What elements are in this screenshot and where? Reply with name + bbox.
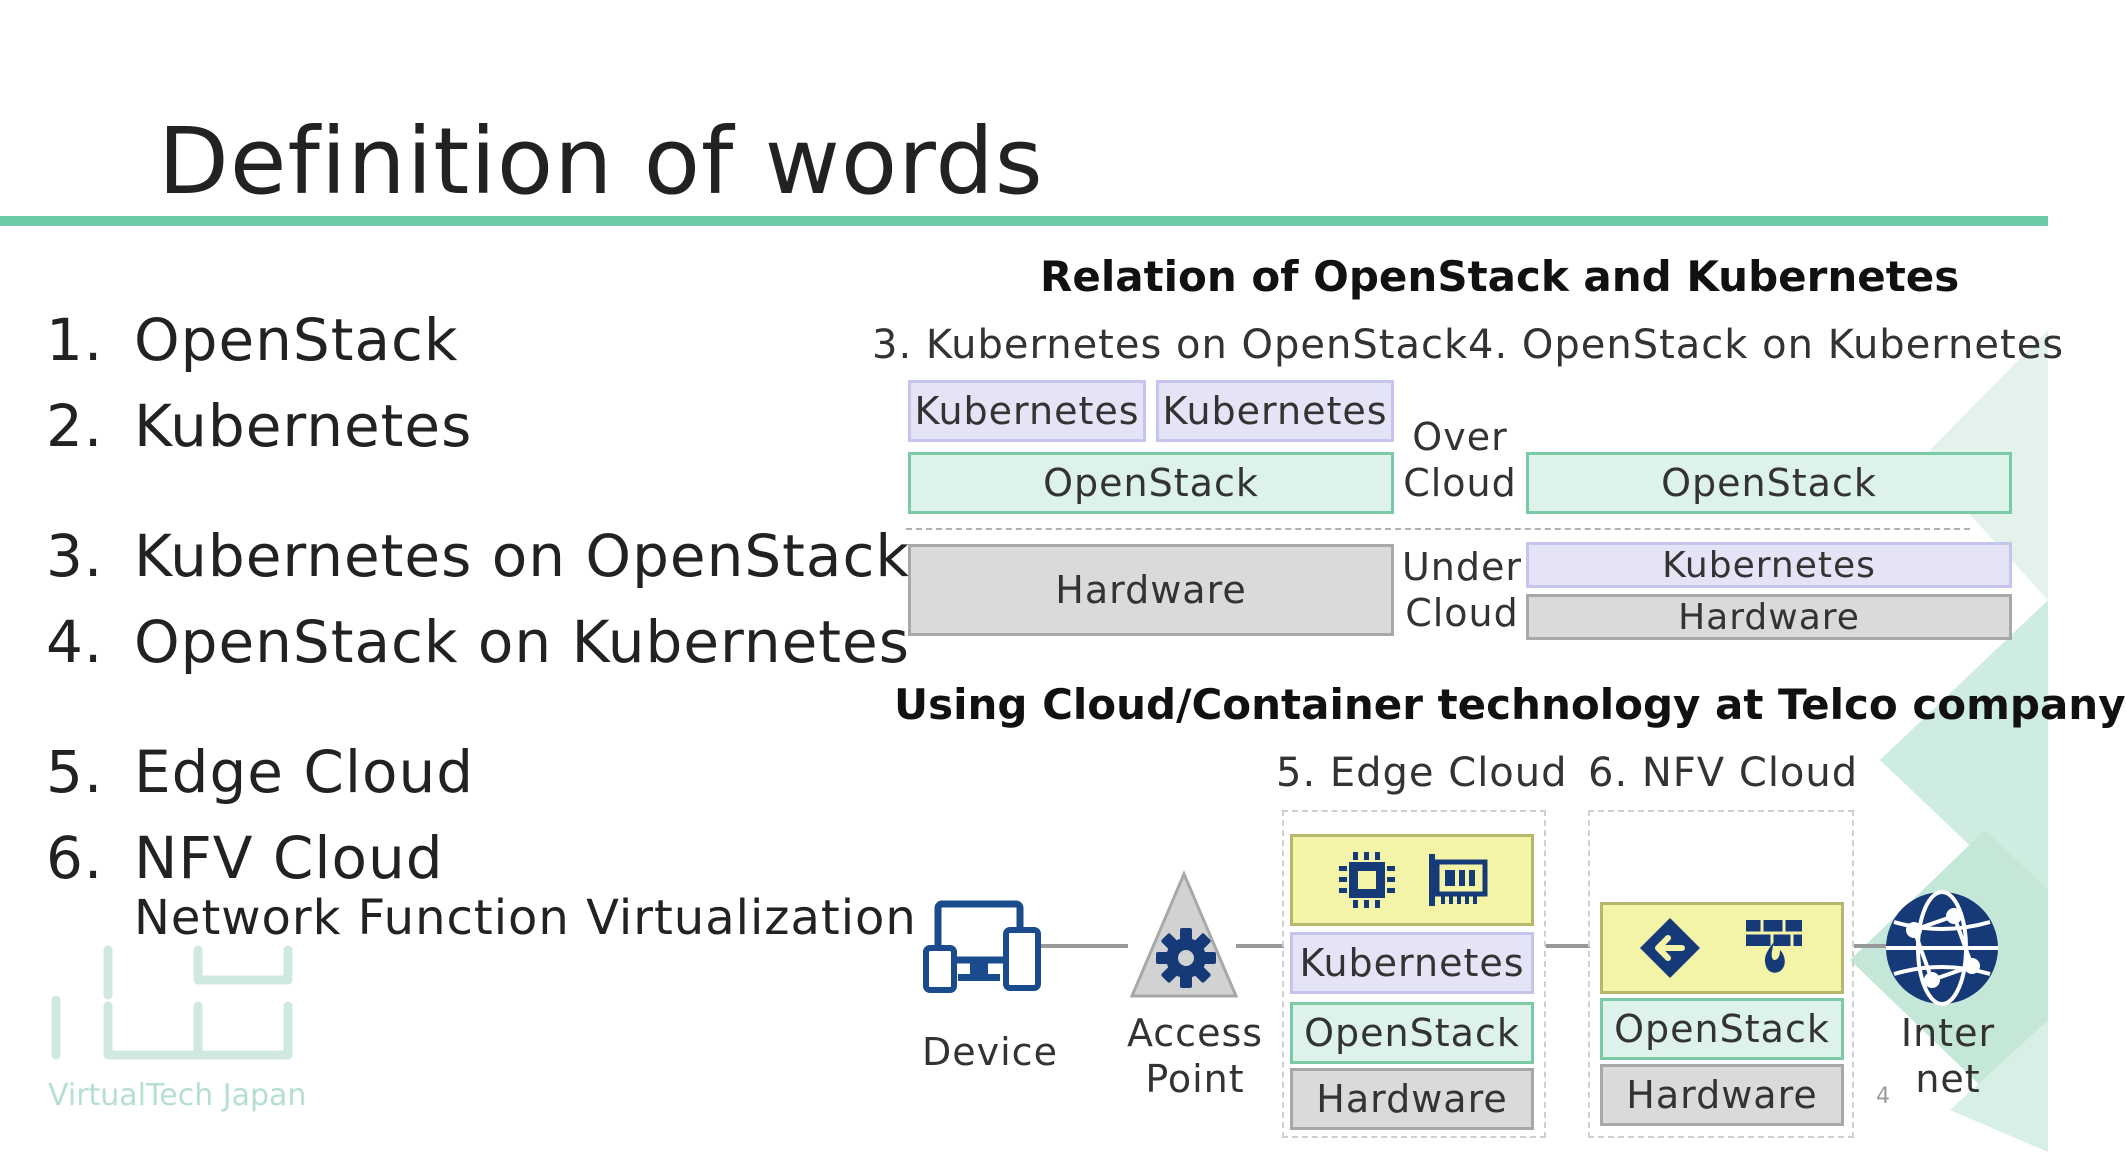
- term-openstack-on-kubernetes: OpenStack on Kubernetes: [134, 608, 910, 676]
- cpu-chip-icon: [1339, 852, 1395, 908]
- term-nfv-cloud: NFV Cloud: [134, 824, 444, 892]
- network-function-box: [1600, 902, 1844, 994]
- hardware-accelerator-box: [1290, 834, 1534, 926]
- network-card-icon: [1429, 854, 1488, 906]
- term-number: 5.: [46, 738, 104, 806]
- term-number: 1.: [46, 306, 104, 374]
- relation-heading: Relation of OpenStack and Kubernetes: [1040, 252, 1960, 301]
- slide-title: Definition of words: [158, 108, 1044, 215]
- access-point-label: Access Point: [1126, 1011, 1264, 1101]
- network-link: [1854, 944, 1888, 948]
- device-icon: [923, 900, 1041, 993]
- edge-cloud-frame: [1282, 810, 1546, 1138]
- title-underline: [0, 216, 2048, 226]
- edge-cloud-title: 5. Edge Cloud: [1276, 750, 1568, 796]
- nfv-cloud-title: 6. NFV Cloud: [1588, 750, 1859, 796]
- internet-globe-icon: [1886, 890, 1998, 1006]
- term-number: 3.: [46, 522, 104, 590]
- hardware-box: Hardware: [1290, 1068, 1534, 1130]
- network-link: [1236, 944, 1284, 948]
- kubernetes-box: Kubernetes: [1290, 932, 1534, 994]
- network-link: [1546, 944, 1590, 948]
- network-link: [1040, 944, 1128, 948]
- hardware-box: Hardware: [908, 544, 1394, 636]
- term-number: 4.: [46, 608, 104, 676]
- virtualtech-logo-icon: [51, 945, 293, 1060]
- openstack-box: OpenStack: [1526, 452, 2012, 514]
- term-nfv-subtitle: Network Function Virtualization: [134, 890, 917, 946]
- term-openstack: OpenStack: [134, 306, 459, 374]
- access-point-icon: [1129, 870, 1239, 998]
- over-cloud-label: Over Cloud: [1403, 415, 1517, 505]
- kubernetes-box: Kubernetes: [1156, 380, 1394, 442]
- telco-heading: Using Cloud/Container technology at Telc…: [894, 680, 2126, 729]
- kubernetes-box: Kubernetes: [1526, 542, 2012, 588]
- device-label: Device: [922, 1030, 1058, 1074]
- hardware-box: Hardware: [1600, 1064, 1844, 1126]
- relation-right-title: 4. OpenStack on Kubernetes: [1468, 322, 2065, 368]
- term-kubernetes: Kubernetes: [134, 392, 473, 460]
- term-number: 2.: [46, 392, 104, 460]
- over-under-divider: [906, 528, 1970, 530]
- openstack-box: OpenStack: [908, 452, 1394, 514]
- term-kubernetes-on-openstack: Kubernetes on OpenStack: [134, 522, 910, 590]
- kubernetes-box: Kubernetes: [908, 380, 1146, 442]
- router-icon: [1640, 918, 1700, 978]
- logo-text: VirtualTech Japan: [48, 1078, 307, 1113]
- firewall-icon: [1746, 920, 1802, 973]
- nfv-cloud-frame: [1588, 810, 1854, 1138]
- relation-left-title: 3. Kubernetes on OpenStack: [872, 322, 1469, 368]
- term-edge-cloud: Edge Cloud: [134, 738, 475, 806]
- page-number: 4: [1876, 1084, 1890, 1109]
- openstack-box: OpenStack: [1290, 1002, 1534, 1064]
- openstack-box: OpenStack: [1600, 998, 1844, 1060]
- hardware-box: Hardware: [1526, 594, 2012, 640]
- term-number: 6.: [46, 824, 104, 892]
- internet-label: Inter net: [1900, 1011, 1996, 1101]
- under-cloud-label: Under Cloud: [1401, 545, 1523, 635]
